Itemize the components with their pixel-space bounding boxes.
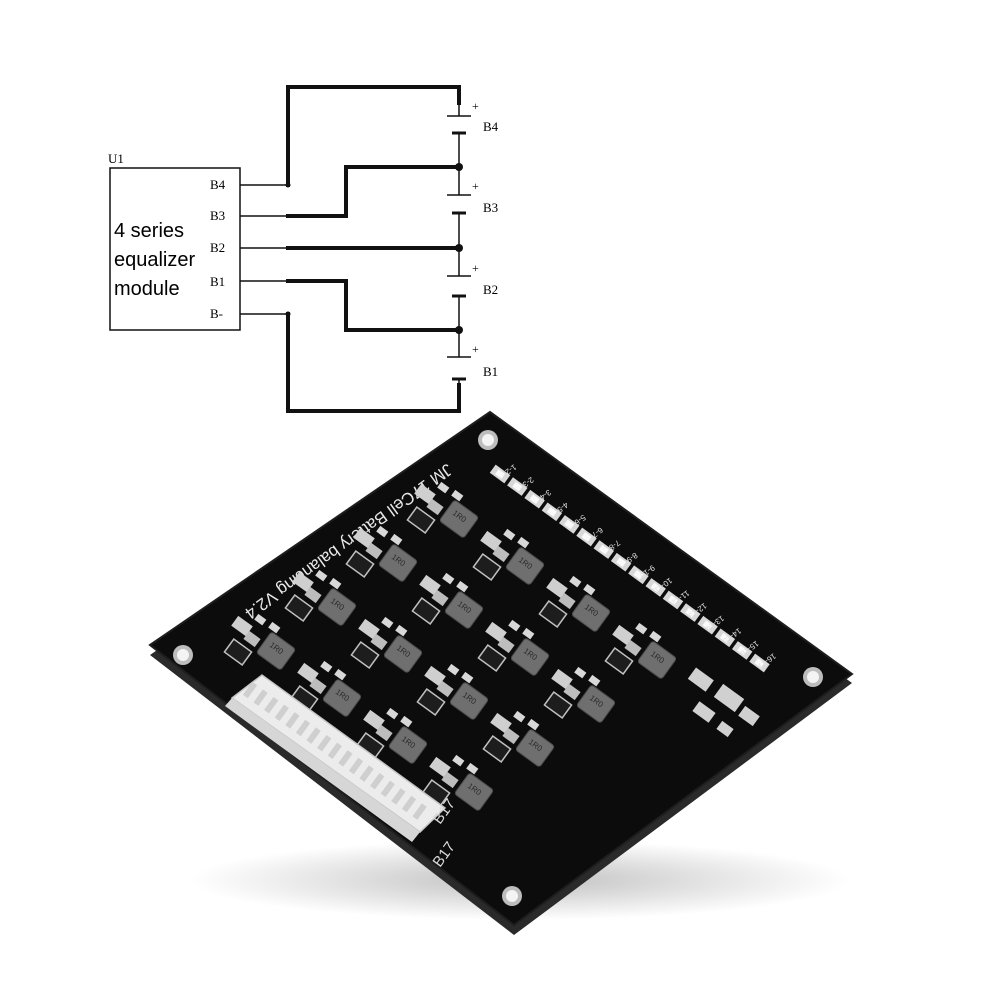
balancing-channel: 1R0 bbox=[411, 572, 484, 629]
module-ref-label: U1 bbox=[108, 151, 124, 166]
pin-label-b4: B4 bbox=[210, 177, 226, 192]
battery-cell-b3: + B3 bbox=[447, 179, 498, 215]
inductor: 1R0 bbox=[571, 594, 611, 632]
balancing-channel: 1R0 bbox=[477, 619, 550, 676]
plus-sign: + bbox=[472, 179, 479, 193]
inductor: 1R0 bbox=[383, 635, 423, 673]
wire-bminus bbox=[286, 312, 461, 413]
balancing-channel: 1R0 bbox=[482, 710, 555, 767]
mounting-holes bbox=[173, 430, 823, 906]
pin-label-bminus: B- bbox=[210, 306, 223, 321]
inductor: 1R0 bbox=[576, 685, 616, 723]
cell-label-b1: B1 bbox=[483, 364, 498, 379]
pin-label-b3: B3 bbox=[210, 208, 225, 223]
inductor: 1R0 bbox=[505, 547, 545, 585]
balancing-channel: 1R0 bbox=[289, 660, 362, 717]
inductor: 1R0 bbox=[515, 729, 555, 767]
inductor: 1R0 bbox=[454, 773, 494, 811]
inductor: 1R0 bbox=[322, 679, 362, 717]
inductor: 1R0 bbox=[449, 682, 489, 720]
balancing-channel: 1R0 bbox=[472, 528, 545, 585]
cell-label-b4: B4 bbox=[483, 119, 499, 134]
balancing-channel: 1R0 bbox=[416, 663, 489, 720]
plus-sign: + bbox=[472, 261, 479, 275]
plus-sign: + bbox=[472, 99, 479, 113]
inductor: 1R0 bbox=[637, 641, 677, 679]
inductor: 1R0 bbox=[378, 544, 418, 582]
inductor: 1R0 bbox=[317, 588, 357, 626]
inductor: 1R0 bbox=[439, 500, 479, 538]
battery-cell-b2: + B2 bbox=[447, 261, 498, 298]
inductor: 1R0 bbox=[444, 591, 484, 629]
inductor: 1R0 bbox=[510, 638, 550, 676]
wire-b1 bbox=[286, 279, 461, 332]
battery-cell-b4: + B4 bbox=[447, 99, 499, 135]
inductor: 1R0 bbox=[388, 726, 428, 764]
balancing-channels: 1R0 1R0 1R0 1R0 1R0 1R0 1R0 1R0 1R0 1R0 1R0 1R0 1R0 1… bbox=[223, 481, 677, 811]
pcb-board bbox=[148, 410, 854, 927]
pin-label-b2: B2 bbox=[210, 240, 225, 255]
module-name-line-2: equalizer bbox=[114, 249, 196, 271]
inductor: 1R0 bbox=[256, 632, 296, 670]
equalizer-module-box bbox=[109, 167, 241, 331]
wire-b4 bbox=[286, 85, 461, 187]
balancing-channel: 1R0 bbox=[406, 481, 479, 538]
cell-label-b3: B3 bbox=[483, 200, 498, 215]
balance-wire-connector[interactable] bbox=[225, 674, 447, 842]
plus-sign: + bbox=[472, 342, 479, 356]
module-name-line-3: module bbox=[114, 278, 180, 300]
pin-label-b1: B1 bbox=[210, 274, 225, 289]
battery-cell-b1: + B1 bbox=[447, 342, 498, 381]
balancing-channel: 1R0 bbox=[538, 575, 611, 632]
balancing-channel: 1R0 bbox=[350, 616, 423, 673]
balancing-channel: 1R0 bbox=[604, 622, 677, 679]
module-name-line-1: 4 series bbox=[114, 220, 184, 242]
cell-label-b2: B2 bbox=[483, 282, 498, 297]
control-ic-cluster bbox=[687, 667, 760, 738]
balancing-channel: 1R0 bbox=[355, 707, 428, 764]
balancing-channel: 1R0 bbox=[421, 754, 494, 811]
balancing-channel: 1R0 bbox=[223, 613, 296, 670]
balancing-channel: 1R0 bbox=[543, 666, 616, 723]
wire-b3 bbox=[286, 165, 461, 218]
balancing-channel: 1R0 bbox=[345, 525, 418, 582]
balancing-channel: 1R0 bbox=[284, 569, 357, 626]
